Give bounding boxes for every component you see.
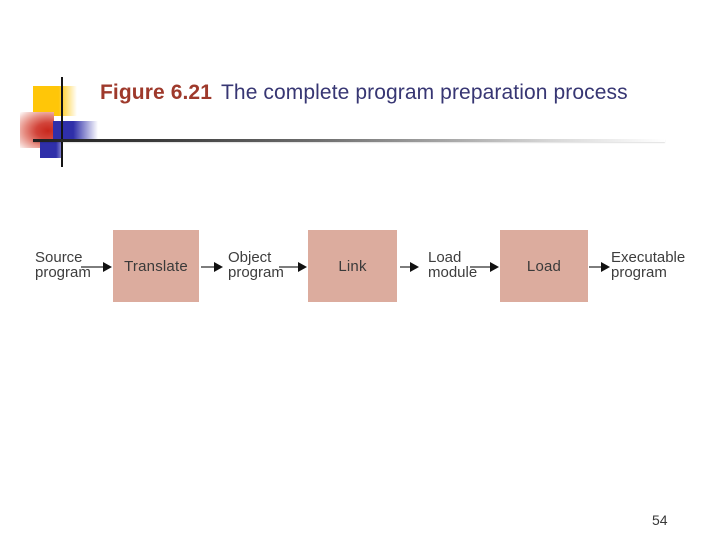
accent-yellow-square	[33, 86, 77, 116]
label-line-2: program	[228, 264, 284, 281]
title-underline	[33, 139, 665, 142]
slide-title: Figure 6.21 The complete program preparat…	[100, 79, 645, 107]
flow-arrow-1-right-arrow-icon	[81, 260, 112, 273]
arrow-shaft	[81, 265, 104, 268]
label-line-2: program	[35, 264, 91, 281]
box-translate: Translate	[113, 230, 199, 302]
flow-arrow-5-right-arrow-icon	[470, 260, 499, 273]
label-line-1: Load	[428, 249, 462, 266]
arrow-shaft	[400, 265, 411, 268]
arrow-head-icon	[214, 261, 223, 272]
flow-arrow-2-right-arrow-icon	[201, 260, 223, 273]
flow-arrow-4-right-arrow-icon	[400, 260, 419, 273]
arrow-head-icon	[103, 261, 112, 272]
box-label: Translate	[124, 257, 188, 275]
label-object-program: Object program	[228, 250, 284, 280]
label-line-1: Object	[228, 249, 272, 266]
box-label: Load	[526, 257, 562, 275]
flow-arrow-6-right-arrow-icon	[589, 260, 610, 273]
figure-label: Figure 6.21	[100, 81, 212, 104]
page-number: 54	[652, 512, 668, 528]
label-line-2: module	[428, 264, 478, 281]
label-source-program: Source program	[35, 250, 91, 280]
label-line-2: program	[611, 264, 667, 281]
arrow-shaft	[201, 265, 215, 268]
label-line-1: Source	[35, 249, 83, 266]
box-link: Link	[308, 230, 397, 302]
label-load-module: Load module	[428, 250, 477, 280]
label-executable-program: Executable program	[611, 250, 685, 280]
arrow-head-icon	[490, 261, 499, 272]
box-load: Load	[500, 230, 588, 302]
arrow-shaft	[470, 265, 491, 268]
arrow-shaft	[589, 265, 602, 268]
label-line-1: Executable	[611, 249, 686, 266]
accent-blue-square	[53, 121, 98, 141]
arrow-head-icon	[410, 261, 419, 272]
arrow-head-icon	[601, 261, 610, 272]
vertical-rule	[61, 77, 63, 167]
arrow-shaft	[279, 265, 299, 268]
title-text: The complete program preparation process	[220, 81, 628, 104]
flow-arrow-3-right-arrow-icon	[279, 260, 307, 273]
arrow-head-icon	[298, 261, 307, 272]
accent-blue-square-lower	[40, 142, 63, 158]
box-label: Link	[338, 257, 367, 275]
